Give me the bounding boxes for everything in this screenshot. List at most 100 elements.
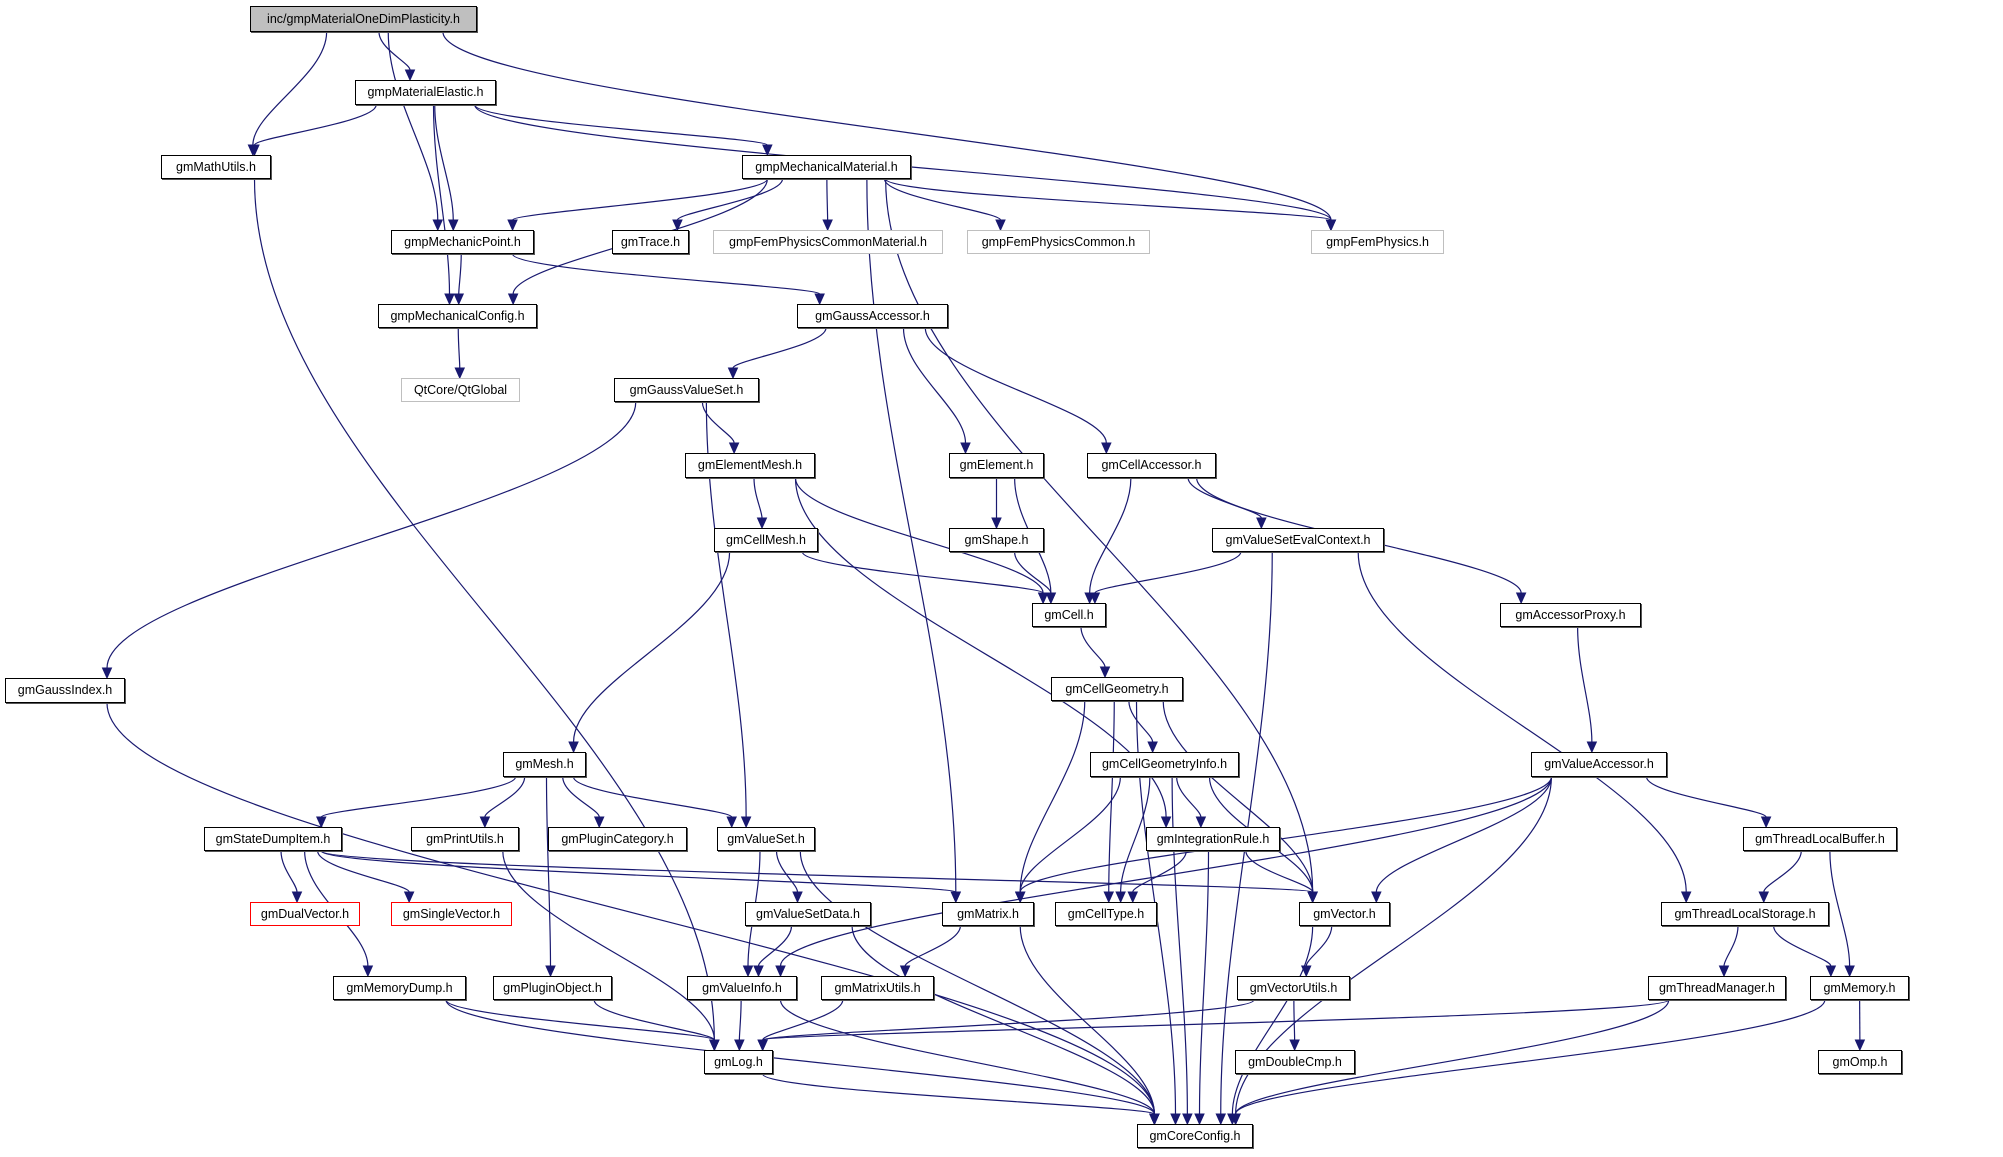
- node-gm-cell-mesh[interactable]: gmCellMesh.h: [714, 528, 818, 552]
- edge-gm-value-accessor-to-gm-vector: [1375, 776, 1552, 893]
- node-gm-value-set[interactable]: gmValueSet.h: [717, 827, 815, 851]
- node-gm-plugin-category[interactable]: gmPluginCategory.h: [548, 827, 687, 851]
- node-gm-cell-type[interactable]: gmCellType.h: [1055, 902, 1157, 926]
- node-gm-vector-utils[interactable]: gmVectorUtils.h: [1237, 976, 1350, 1000]
- node-gm-value-set-eval-context[interactable]: gmValueSetEvalContext.h: [1212, 528, 1384, 552]
- edge-gm-matrix-to-gm-core-config: [1019, 925, 1155, 1115]
- edge-gm-gauss-index-to-gm-core-config: [106, 702, 1155, 1115]
- arrowhead-icon: [545, 965, 556, 978]
- arrowhead-icon: [672, 219, 683, 232]
- node-gm-thread-manager[interactable]: gmThreadManager.h: [1648, 976, 1786, 1000]
- node-gm-mesh[interactable]: gmMesh.h: [503, 752, 586, 777]
- arrowhead-icon: [568, 741, 579, 754]
- arrowhead-icon: [1170, 1113, 1181, 1126]
- node-gm-integration-rule[interactable]: gmIntegrationRule.h: [1146, 827, 1280, 851]
- node-gm-value-accessor[interactable]: gmValueAccessor.h: [1531, 752, 1667, 777]
- node-gmp-mechanic-point[interactable]: gmpMechanicPoint.h: [391, 230, 534, 254]
- node-gm-thread-local-buffer[interactable]: gmThreadLocalBuffer.h: [1743, 827, 1897, 851]
- arrowhead-icon: [1037, 592, 1049, 605]
- node-inc-gmp-material-one-dim-plasticity[interactable]: inc/gmpMaterialOneDimPlasticity.h: [250, 6, 477, 32]
- node-gm-element[interactable]: gmElement.h: [949, 453, 1044, 478]
- arrowhead-icon: [1718, 965, 1730, 978]
- arrowhead-icon: [726, 816, 737, 829]
- edge-gm-cell-geometry-to-gm-matrix: [1019, 700, 1086, 893]
- edge-gmp-mechanical-material-to-gmp-fem-physics-common-material: [826, 178, 829, 221]
- edge-gmp-mechanical-material-to-gm-vector: [885, 178, 1314, 893]
- node-gm-dual-vector[interactable]: gmDualVector.h: [250, 902, 360, 926]
- arrowhead-icon: [1103, 891, 1115, 904]
- edge-gm-thread-manager-to-gm-core-config: [1235, 999, 1670, 1115]
- node-gm-matrix-utils[interactable]: gmMatrixUtils.h: [821, 976, 934, 1000]
- arrowhead-icon: [403, 891, 415, 904]
- arrowhead-icon: [727, 367, 739, 380]
- edge-root-to-gmp-mechanic-point: [387, 31, 439, 221]
- node-qt-core-qt-global[interactable]: QtCore/QtGlobal: [401, 378, 520, 402]
- edge-gmp-mechanical-material-to-gmp-fem-physics: [885, 178, 1332, 221]
- arrowhead-icon: [756, 517, 768, 530]
- edge-gm-state-dump-item-to-gm-single-vector: [317, 850, 410, 893]
- arrowhead-icon: [960, 442, 971, 455]
- edge-gm-value-set-to-gm-value-set-data: [775, 850, 799, 893]
- node-gm-matrix[interactable]: gmMatrix.h: [942, 902, 1034, 926]
- arrowhead-icon: [1680, 891, 1692, 904]
- node-gm-cell-geometry-info[interactable]: gmCellGeometryInfo.h: [1090, 752, 1239, 777]
- edge-gmp-material-elastic-to-gmp-mechanical-material: [474, 104, 768, 146]
- node-gmp-fem-physics-common-material[interactable]: gmpFemPhysicsCommonMaterial.h: [713, 230, 943, 254]
- node-gm-cell-accessor[interactable]: gmCellAccessor.h: [1087, 453, 1216, 478]
- node-gm-value-info[interactable]: gmValueInfo.h: [687, 976, 797, 1000]
- node-gmp-fem-physics[interactable]: gmpFemPhysics.h: [1311, 230, 1444, 254]
- node-gm-element-mesh[interactable]: gmElementMesh.h: [685, 453, 815, 478]
- edge-gm-mesh-to-gm-print-utils: [484, 776, 526, 818]
- arrowhead-icon: [249, 144, 260, 157]
- node-gm-accessor-proxy[interactable]: gmAccessorProxy.h: [1500, 603, 1641, 627]
- node-gmp-mechanical-material[interactable]: gmpMechanicalMaterial.h: [742, 155, 911, 179]
- node-gm-vector[interactable]: gmVector.h: [1299, 902, 1390, 926]
- node-gm-gauss-value-set[interactable]: gmGaussValueSet.h: [614, 378, 759, 402]
- edge-gm-value-set-eval-context-to-gm-thread-local-storage: [1357, 551, 1687, 893]
- edge-gm-vector-to-gm-vector-utils: [1305, 925, 1333, 967]
- edge-gm-gauss-accessor-to-gm-gauss-value-set: [732, 327, 827, 369]
- edge-gm-gauss-value-set-to-gm-gauss-index: [106, 401, 637, 669]
- node-gm-cell[interactable]: gmCell.h: [1032, 603, 1106, 627]
- arrowhead-icon: [709, 1039, 720, 1052]
- edge-gmp-material-elastic-to-gmp-mechanical-config: [432, 104, 451, 295]
- node-gm-log[interactable]: gmLog.h: [704, 1050, 773, 1074]
- edge-gm-value-info-to-gm-log: [738, 999, 742, 1041]
- node-gm-shape[interactable]: gmShape.h: [949, 528, 1044, 552]
- node-gmp-material-elastic[interactable]: gmpMaterialElastic.h: [355, 80, 496, 105]
- node-gm-cell-geometry[interactable]: gmCellGeometry.h: [1051, 677, 1183, 701]
- node-gm-thread-local-storage[interactable]: gmThreadLocalStorage.h: [1661, 902, 1829, 926]
- node-gm-state-dump-item[interactable]: gmStateDumpItem.h: [204, 827, 342, 851]
- node-gm-plugin-object[interactable]: gmPluginObject.h: [493, 976, 612, 1000]
- edge-gm-cell-mesh-to-gm-mesh: [572, 551, 731, 743]
- node-gm-memory[interactable]: gmMemory.h: [1810, 976, 1909, 1000]
- node-gm-math-utils[interactable]: gmMathUtils.h: [161, 155, 271, 179]
- node-gm-core-config[interactable]: gmCoreConfig.h: [1137, 1124, 1253, 1148]
- node-gm-memory-dump[interactable]: gmMemoryDump.h: [333, 976, 466, 1000]
- node-gm-omp[interactable]: gmOmp.h: [1818, 1050, 1902, 1074]
- node-gm-double-cmp[interactable]: gmDoubleCmp.h: [1235, 1050, 1355, 1074]
- arrowhead-icon: [1230, 1113, 1241, 1126]
- arrowhead-icon: [757, 1039, 768, 1052]
- node-gmp-fem-physics-common[interactable]: gmpFemPhysicsCommon.h: [967, 230, 1150, 254]
- node-gm-trace[interactable]: gmTrace.h: [612, 230, 689, 254]
- edge-gm-integration-rule-to-gm-vector: [1245, 850, 1314, 893]
- node-gmp-mechanical-config[interactable]: gmpMechanicalConfig.h: [378, 304, 537, 328]
- node-gm-print-utils[interactable]: gmPrintUtils.h: [411, 827, 519, 851]
- edge-gm-vector-utils-to-gm-log: [762, 999, 1255, 1041]
- edge-gm-element-mesh-to-gm-cell-mesh: [753, 477, 763, 519]
- node-gm-single-vector[interactable]: gmSingleVector.h: [391, 902, 512, 926]
- edge-gm-log-to-gm-core-config: [762, 1073, 1155, 1115]
- node-gm-value-set-data[interactable]: gmValueSetData.h: [745, 902, 871, 926]
- arrowhead-icon: [1194, 1113, 1205, 1126]
- edge-gm-memory-to-gm-core-config: [1235, 999, 1826, 1115]
- edge-gm-cell-geometry-to-gm-cell-geometry-info: [1128, 700, 1154, 743]
- edge-gmp-mechanical-material-to-gmp-fem-physics-common: [883, 178, 1002, 221]
- edge-gm-value-set-data-to-gm-core-config: [851, 925, 1155, 1115]
- edge-gm-state-dump-item-to-gm-dual-vector: [280, 850, 298, 893]
- node-gm-gauss-index[interactable]: gmGaussIndex.h: [5, 678, 125, 703]
- arrowhead-icon: [1014, 891, 1026, 904]
- edge-gm-accessor-proxy-to-gm-value-accessor: [1577, 626, 1593, 743]
- node-gm-gauss-accessor[interactable]: gmGaussAccessor.h: [797, 304, 948, 328]
- edge-gm-element-mesh-to-gm-cell: [794, 477, 1044, 594]
